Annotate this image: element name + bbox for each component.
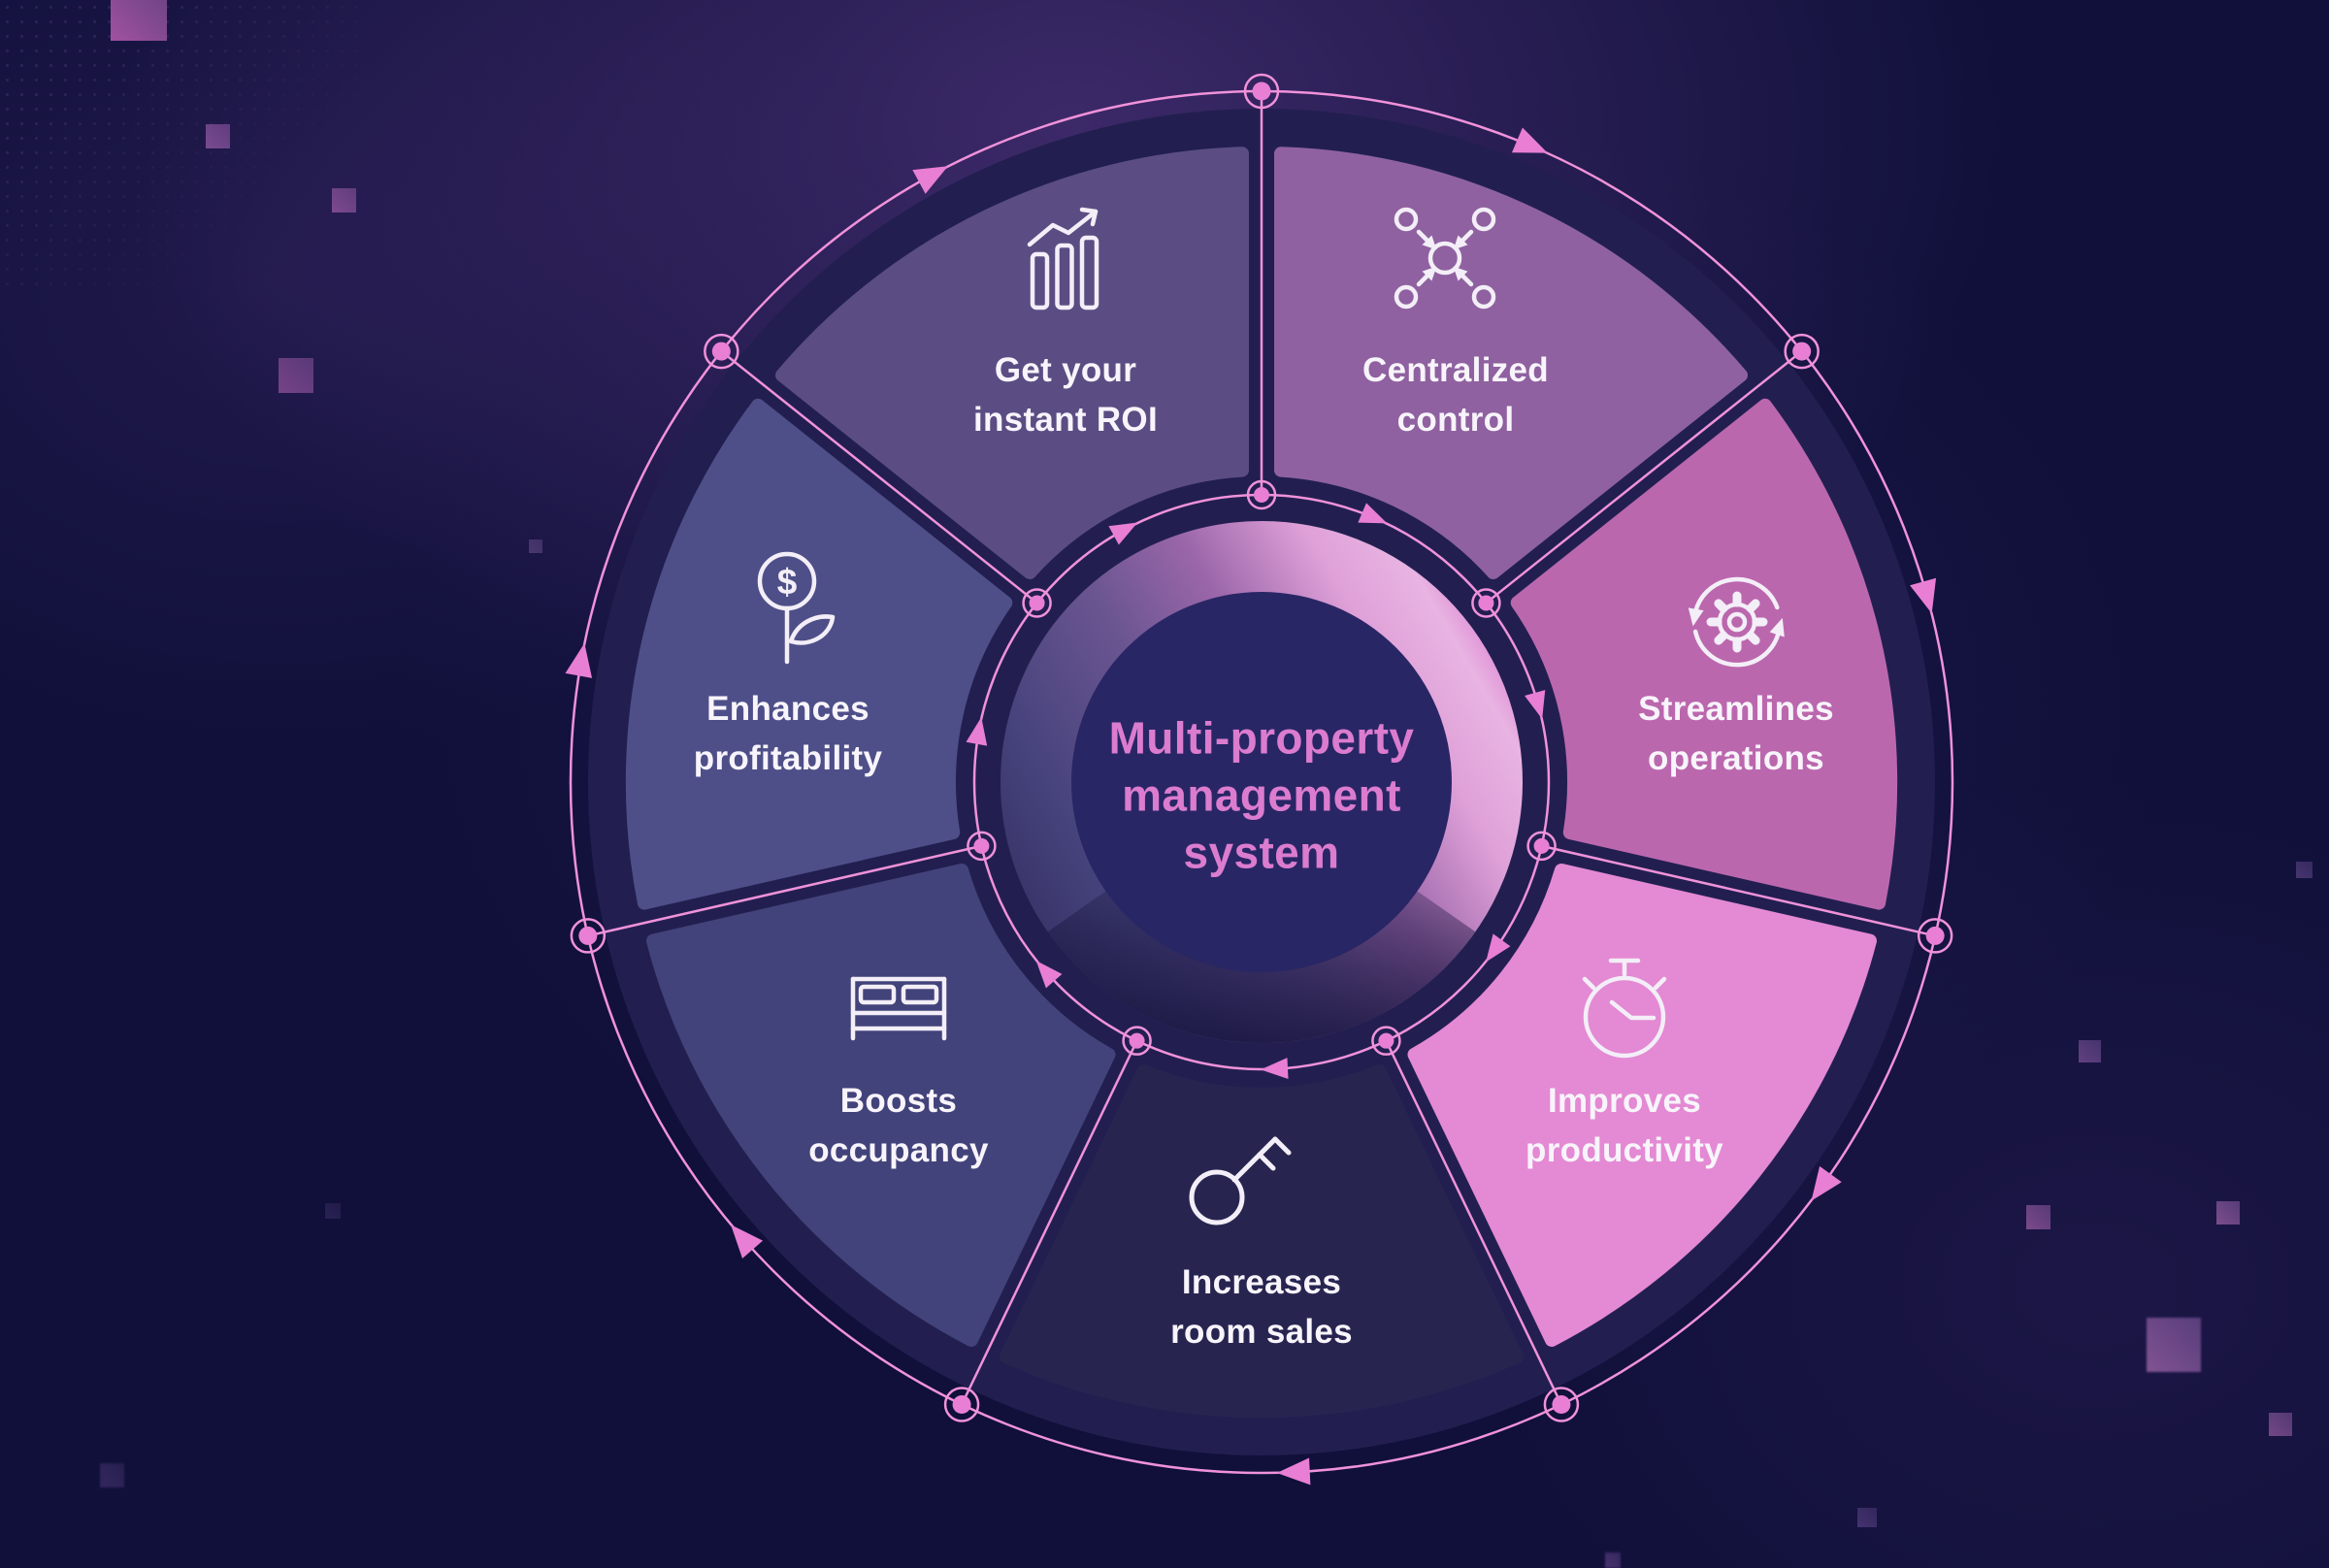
segment-label-increases-room-sales: Increases room sales bbox=[1170, 1263, 1353, 1351]
orbit-junction-dot bbox=[1252, 82, 1271, 101]
segment-divider-line bbox=[1485, 350, 1803, 604]
decor-square bbox=[332, 188, 356, 212]
orbit-junction-dot bbox=[952, 1394, 971, 1414]
orbit-junction-dot bbox=[578, 926, 598, 945]
orbit-arrow bbox=[1525, 690, 1546, 719]
segment-divider-line bbox=[1385, 1040, 1563, 1406]
segment-get-your-instant-roi bbox=[775, 147, 1249, 579]
orbit-junction-dot bbox=[973, 837, 990, 854]
segment-divider-line bbox=[720, 350, 1038, 604]
segment-boosts-occupancy bbox=[646, 864, 1116, 1347]
orbit-arrow bbox=[912, 166, 948, 194]
segment-label-boosts-occupancy: Boosts occupancy bbox=[808, 1082, 989, 1169]
orbit-junction-dot bbox=[1029, 595, 1045, 611]
segment-improves-productivity bbox=[1407, 864, 1877, 1347]
segment-label-enhances-profitability: Enhances profitability bbox=[693, 690, 883, 777]
orbit-arrow bbox=[1512, 127, 1548, 153]
segment-label-get-your-instant-roi: Get your instant ROI bbox=[973, 351, 1158, 439]
orbit-arrow bbox=[1486, 933, 1511, 963]
orbit-junction-ring bbox=[1246, 479, 1277, 510]
decor-dot-grid bbox=[0, 0, 369, 291]
orbit-arrow bbox=[1261, 1058, 1289, 1080]
orbit-junction-ring bbox=[1526, 831, 1557, 862]
orbit-junction-ring bbox=[570, 918, 607, 954]
money-plant-icon: $ bbox=[757, 551, 836, 665]
orbit-junction-ring bbox=[1371, 1026, 1401, 1056]
decor-square bbox=[100, 1463, 124, 1487]
gear-sync-icon bbox=[1688, 576, 1785, 668]
segment-streamlines-operations bbox=[1510, 398, 1898, 910]
hub-ring-shadow bbox=[1047, 889, 1476, 1043]
orbit-junction-ring bbox=[1471, 588, 1501, 618]
orbit-arrow bbox=[1358, 503, 1388, 524]
orbit-junction-dot bbox=[1129, 1032, 1145, 1049]
segment-label-improves-productivity: Improves productivity bbox=[1525, 1082, 1723, 1169]
orbit-junction-dot bbox=[1792, 342, 1812, 361]
decor-square bbox=[206, 124, 230, 148]
decor-square bbox=[529, 539, 542, 553]
segment-label-streamlines-operations: Streamlines operations bbox=[1638, 690, 1834, 777]
orbit-arrow bbox=[731, 1225, 764, 1259]
orbit-junction-dot bbox=[1533, 837, 1550, 854]
orbit-arrow bbox=[1108, 522, 1138, 545]
stopwatch-icon bbox=[1582, 958, 1667, 1059]
decor-square bbox=[2079, 1040, 2101, 1062]
center-hub bbox=[1071, 592, 1452, 972]
orbit-junction-ring bbox=[967, 831, 997, 862]
orbit-junction-ring bbox=[1243, 73, 1280, 110]
decor-square bbox=[2269, 1413, 2292, 1436]
orbit-arrow bbox=[1910, 577, 1937, 614]
dollar-symbol: $ bbox=[777, 562, 798, 602]
orbit-junction-dot bbox=[1478, 595, 1494, 611]
orbit-arrow bbox=[565, 642, 593, 678]
orbit-decor-layer bbox=[565, 73, 1953, 1486]
orbit-arrow bbox=[1276, 1457, 1311, 1486]
decor-square bbox=[325, 1203, 341, 1219]
decor-square bbox=[2296, 862, 2313, 878]
orbit-junction-ring bbox=[1784, 333, 1820, 370]
segment-enhances-profitability bbox=[625, 398, 1013, 910]
segment-increases-room-sales bbox=[1000, 1064, 1524, 1419]
decor-square bbox=[111, 0, 167, 41]
segment-divider-line bbox=[1541, 844, 1936, 937]
orbit-arrow bbox=[1811, 1165, 1842, 1201]
wheel-title: Multi-property management system bbox=[1108, 712, 1415, 878]
orbit-junction-dot bbox=[711, 342, 731, 361]
orbit-junction-ring bbox=[943, 1387, 980, 1422]
orbit-arrow bbox=[1035, 961, 1063, 989]
decor-square bbox=[1605, 1552, 1621, 1568]
orbit-junction-ring bbox=[704, 333, 739, 370]
decor-square bbox=[2216, 1201, 2240, 1225]
segment-label-centralized-control: Centralized control bbox=[1362, 351, 1549, 439]
orbit-arrow bbox=[966, 717, 988, 746]
decor-square bbox=[279, 358, 313, 393]
orbit-junction-ring bbox=[1917, 918, 1953, 954]
segment-divider-line bbox=[960, 1040, 1138, 1406]
bar-chart-growth-icon bbox=[1027, 207, 1099, 310]
decor-square bbox=[2147, 1318, 2201, 1372]
segment-divider-line bbox=[587, 844, 982, 937]
orbit-junction-dot bbox=[1378, 1032, 1394, 1049]
orbit-junction-ring bbox=[1122, 1026, 1152, 1056]
orbit-junction-dot bbox=[1552, 1394, 1571, 1414]
hub-network-icon bbox=[1394, 207, 1496, 310]
decor-square bbox=[2026, 1205, 2050, 1229]
segment-centralized-control bbox=[1274, 147, 1748, 579]
bed-icon bbox=[850, 976, 947, 1041]
decor-square bbox=[1857, 1508, 1877, 1527]
key-icon bbox=[1189, 1136, 1292, 1225]
orbit-junction-dot bbox=[1925, 926, 1945, 945]
orbit-junction-dot bbox=[1254, 487, 1269, 503]
wheel-segments bbox=[625, 147, 1898, 1419]
orbit-junction-ring bbox=[1022, 588, 1052, 618]
orbit-junction-ring bbox=[1543, 1387, 1580, 1422]
